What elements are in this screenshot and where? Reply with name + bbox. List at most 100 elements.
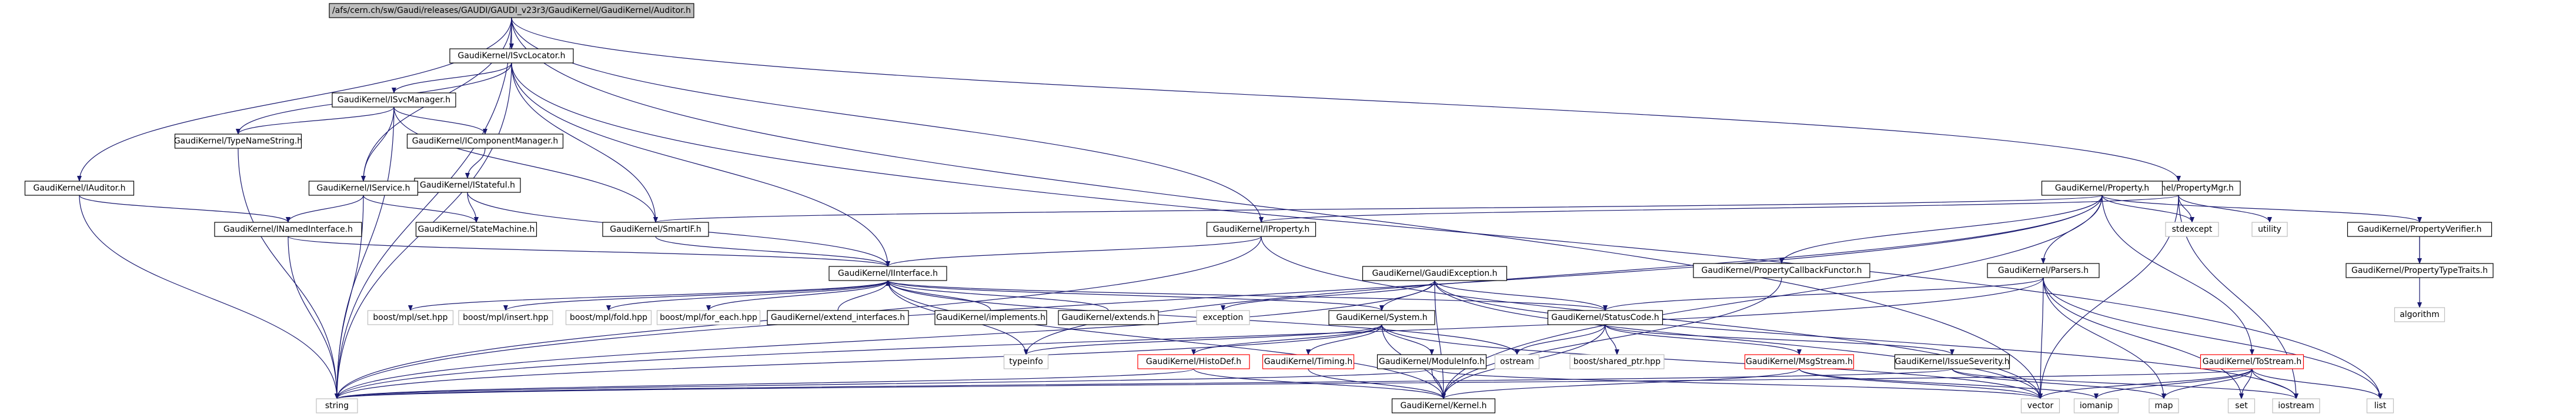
node-exception[interactable]: exception bbox=[1196, 310, 1250, 325]
node-exception-label: exception bbox=[1203, 313, 1243, 322]
node-smartif[interactable]: GaudiKernel/SmartIF.h bbox=[602, 222, 709, 237]
node-mpl_insert[interactable]: boost/mpl/insert.hpp bbox=[458, 310, 553, 325]
node-typeinfo[interactable]: typeinfo bbox=[1003, 354, 1049, 369]
edge-gaudiexc-to-kernel bbox=[1434, 280, 1446, 399]
edge-msgstream-to-iomanip bbox=[1799, 368, 2099, 399]
node-mpl_set[interactable]: boost/mpl/set.hpp bbox=[367, 310, 454, 325]
node-map[interactable]: map bbox=[2149, 398, 2179, 413]
node-iomanip-box bbox=[2073, 398, 2119, 413]
node-list-label: list bbox=[2374, 401, 2387, 411]
node-histodef[interactable]: GaudiKernel/HistoDef.h bbox=[1137, 354, 1250, 369]
node-icompmgr-label: GaudiKernel/IComponentManager.h bbox=[412, 136, 559, 146]
node-propverifier-label: GaudiKernel/PropertyVerifier.h bbox=[2358, 225, 2482, 234]
node-list[interactable]: list bbox=[2366, 398, 2394, 413]
edge-typename-to-string bbox=[238, 148, 339, 399]
node-iinterface[interactable]: GaudiKernel/IInterface.h bbox=[828, 266, 947, 281]
edge-statuscode-to-msgstream bbox=[1605, 324, 1802, 355]
edge-issuesev-to-map bbox=[1952, 368, 2166, 399]
node-msgstream[interactable]: GaudiKernel/MsgStream.h bbox=[1744, 354, 1855, 369]
node-istateful-box bbox=[414, 178, 521, 193]
node-property[interactable]: GaudiKernel/Property.h bbox=[2041, 181, 2163, 196]
edge-system-to-histodef bbox=[1191, 324, 1382, 355]
node-system[interactable]: GaudiKernel/System.h bbox=[1328, 310, 1435, 325]
node-issuesev-box bbox=[1894, 354, 2010, 369]
node-mpl_fold[interactable]: boost/mpl/fold.hpp bbox=[565, 310, 652, 325]
node-istateful[interactable]: GaudiKernel/IStateful.h bbox=[414, 178, 521, 193]
node-inamed[interactable]: GaudiKernel/INamedInterface.h bbox=[214, 222, 362, 237]
edge-statuscode-to-issuesev bbox=[1605, 324, 1954, 355]
edge-system-to-typeinfo bbox=[1024, 324, 1382, 355]
node-vector-box bbox=[2020, 398, 2060, 413]
edge-svcloc-to-isvcmgr bbox=[392, 62, 512, 94]
edge-gaudiexc-to-vector bbox=[1434, 280, 2043, 399]
edge-system-to-vector bbox=[1381, 324, 2043, 399]
node-implements[interactable]: GaudiKernel/implements.h bbox=[934, 310, 1047, 325]
node-histodef-box bbox=[1137, 354, 1250, 369]
node-msgstream-box bbox=[1744, 354, 1855, 369]
node-stdexcept[interactable]: stdexcept bbox=[2165, 222, 2219, 237]
node-isvcmgr[interactable]: GaudiKernel/ISvcManager.h bbox=[332, 92, 456, 108]
node-iauditor[interactable]: GaudiKernel/IAuditor.h bbox=[24, 181, 135, 196]
node-iservice[interactable]: GaudiKernel/IService.h bbox=[308, 181, 419, 196]
node-mpl_foreach[interactable]: boost/mpl/for_each.hpp bbox=[656, 310, 761, 325]
node-algorithm[interactable]: algorithm bbox=[2394, 307, 2445, 322]
node-moduleinfo[interactable]: GaudiKernel/ModuleInfo.h bbox=[1376, 354, 1487, 369]
node-iomanip[interactable]: iomanip bbox=[2073, 398, 2119, 413]
node-icompmgr[interactable]: GaudiKernel/IComponentManager.h bbox=[406, 134, 564, 149]
node-propcallback-label: GaudiKernel/PropertyCallbackFunctor.h bbox=[1702, 266, 1862, 275]
node-typename[interactable]: GaudiKernel/TypeNameString.h bbox=[174, 134, 302, 149]
edge-iinterface-to-statuscode bbox=[887, 280, 1608, 311]
edge-iinterface-to-mpl_set bbox=[408, 280, 888, 311]
node-statemachine[interactable]: GaudiKernel/StateMachine.h bbox=[415, 222, 537, 237]
node-extend_if[interactable]: GaudiKernel/extend_interfaces.h bbox=[767, 310, 909, 325]
edge-property-to-string bbox=[335, 195, 2103, 399]
edge-parsers-to-vector bbox=[2038, 277, 2044, 399]
edge-icompmgr-to-istateful bbox=[465, 148, 486, 179]
node-set[interactable]: set bbox=[2227, 398, 2256, 413]
edge-parsers-to-string bbox=[335, 277, 2044, 399]
node-icompmgr-box bbox=[406, 134, 564, 149]
node-tostream[interactable]: GaudiKernel/ToStream.h bbox=[2200, 354, 2304, 369]
edge-iinterface-to-system bbox=[887, 280, 1384, 311]
node-ostream[interactable]: ostream bbox=[1494, 354, 1540, 369]
edge-isvcmgr-to-icompmgr bbox=[393, 106, 487, 135]
edge-msgstream-to-vector bbox=[1799, 368, 2043, 399]
node-statemachine-label: GaudiKernel/StateMachine.h bbox=[418, 225, 535, 234]
edge-smartif-to-iinterface bbox=[655, 236, 890, 267]
node-propverifier[interactable]: GaudiKernel/PropertyVerifier.h bbox=[2347, 222, 2493, 237]
edge-system-to-timing bbox=[1306, 324, 1382, 355]
node-utility[interactable]: utility bbox=[2251, 222, 2288, 237]
node-kernel-label: GaudiKernel/Kernel.h bbox=[1400, 401, 1486, 411]
node-statuscode[interactable]: GaudiKernel/StatusCode.h bbox=[1547, 310, 1663, 325]
edge-issuesev-to-iostream bbox=[1952, 368, 2298, 399]
node-system-label: GaudiKernel/System.h bbox=[1336, 313, 1427, 322]
node-vector[interactable]: vector bbox=[2020, 398, 2060, 413]
node-propcallback[interactable]: GaudiKernel/PropertyCallbackFunctor.h bbox=[1693, 263, 1870, 278]
node-msgstream-label: GaudiKernel/MsgStream.h bbox=[1746, 357, 1853, 366]
node-gaudiexc[interactable]: GaudiKernel/GaudiException.h bbox=[1362, 266, 1508, 281]
edge-parsers-to-statuscode bbox=[1603, 277, 2044, 311]
node-svcloc-label: GaudiKernel/ISvcLocator.h bbox=[457, 51, 565, 61]
node-istateful-label: GaudiKernel/IStateful.h bbox=[420, 181, 515, 190]
node-statuscode-label: GaudiKernel/StatusCode.h bbox=[1551, 313, 1659, 322]
node-string[interactable]: string bbox=[316, 398, 358, 413]
node-mpl_foreach-label: boost/mpl/for_each.hpp bbox=[660, 313, 757, 322]
edge-parsers-to-list bbox=[2043, 277, 2383, 399]
node-timing[interactable]: GaudiKernel/Timing.h bbox=[1262, 354, 1355, 369]
node-ostream-label: ostream bbox=[1500, 357, 1534, 366]
node-kernel[interactable]: GaudiKernel/Kernel.h bbox=[1391, 398, 1496, 413]
edge-isvcmgr-to-typename bbox=[236, 106, 395, 135]
node-iproperty[interactable]: GaudiKernel/IProperty.h bbox=[1206, 222, 1317, 237]
node-parsers[interactable]: GaudiKernel/Parsers.h bbox=[1987, 263, 2100, 278]
edge-property-to-smartif bbox=[653, 195, 2103, 223]
node-extends[interactable]: GaudiKernel/extends.h bbox=[1058, 310, 1159, 325]
node-sharedptr[interactable]: boost/shared_ptr.hpp bbox=[1569, 354, 1665, 369]
edge-tostream-to-string bbox=[335, 368, 2253, 399]
node-root[interactable]: /afs/cern.ch/sw/Gaudi/releases/GAUDI/GAU… bbox=[329, 3, 694, 18]
node-proptypetraits[interactable]: GaudiKernel/PropertyTypeTraits.h bbox=[2346, 263, 2494, 278]
node-iservice-label: GaudiKernel/IService.h bbox=[317, 184, 410, 193]
node-svcloc[interactable]: GaudiKernel/ISvcLocator.h bbox=[449, 48, 574, 64]
node-iostream[interactable]: iostream bbox=[2272, 398, 2320, 413]
node-statuscode-box bbox=[1547, 310, 1663, 325]
node-issuesev[interactable]: GaudiKernel/IssueSeverity.h bbox=[1894, 354, 2010, 369]
